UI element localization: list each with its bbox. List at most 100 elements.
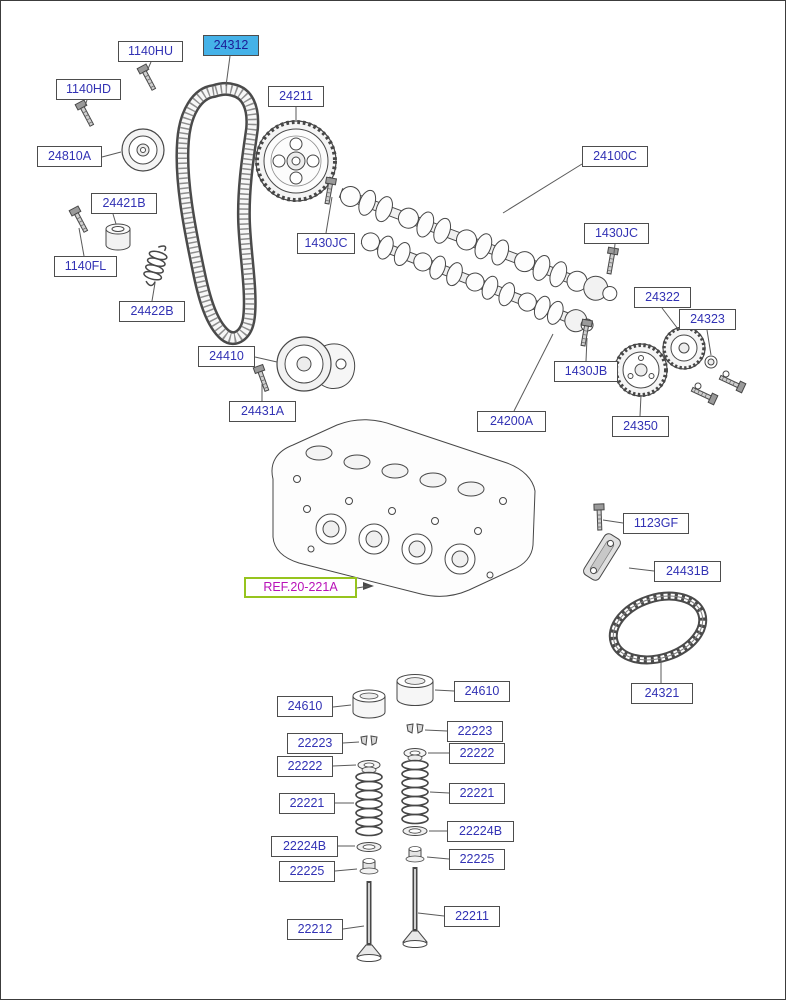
leader-line-1123gf	[602, 519, 624, 524]
idler-pulley	[121, 128, 165, 172]
label-22222-left[interactable]: 22222	[277, 756, 333, 777]
valve-spring-right	[401, 759, 429, 825]
leader-line-24350	[639, 394, 642, 417]
label-24350[interactable]: 24350	[612, 416, 669, 437]
tensioner-roller	[105, 223, 131, 251]
spring-retainer-right	[403, 748, 427, 762]
leader-line-1140hd	[84, 99, 88, 107]
leader-line-24410	[254, 356, 278, 363]
label-24100c[interactable]: 24100C	[582, 146, 648, 167]
intake-valve	[355, 881, 383, 962]
spring-seat-right	[402, 826, 428, 836]
leader-line-24610	[434, 689, 455, 692]
leader-line-1140fl	[78, 227, 85, 257]
valve-spring-left	[355, 771, 383, 837]
valve-lifter-left	[352, 689, 386, 719]
camshaft-sprocket	[255, 120, 337, 202]
leader-line-1430jb	[585, 337, 588, 362]
leader-line-22225	[334, 868, 358, 872]
label-24810a[interactable]: 24810A	[37, 146, 102, 167]
leader-line-24100c	[502, 163, 583, 214]
chain-guide	[583, 533, 621, 581]
leader-line-24422b	[151, 282, 156, 302]
label-24410[interactable]: 24410	[198, 346, 255, 367]
small-washer-1	[694, 382, 702, 390]
leader-line-22223	[342, 741, 360, 744]
spring-retainer-left	[357, 760, 381, 774]
label-22225-left[interactable]: 22225	[279, 861, 335, 882]
label-24610-right[interactable]: 24610	[454, 681, 510, 702]
leader-line-ref.20-221a	[356, 585, 370, 589]
label-1430jc-1[interactable]: 1430JC	[297, 233, 355, 254]
label-24431a[interactable]: 24431A	[229, 401, 296, 422]
label-24421b[interactable]: 24421B	[91, 193, 157, 214]
valve-keepers-right	[406, 723, 424, 734]
label-22224b-right[interactable]: 22224B	[447, 821, 514, 842]
leader-line-24610	[332, 704, 352, 708]
camshaft-intake	[338, 186, 618, 302]
leader-line-24810a	[101, 151, 122, 158]
label-24200a[interactable]: 24200A	[477, 411, 546, 432]
label-22212[interactable]: 22212	[287, 919, 343, 940]
leader-line-22223	[424, 729, 448, 732]
leader-lines	[78, 55, 712, 930]
leader-line-1430jc	[325, 196, 333, 234]
cvvt-sprocket	[614, 343, 668, 397]
label-24312[interactable]: 24312	[203, 35, 259, 56]
label-24422b[interactable]: 24422B	[119, 301, 185, 322]
spring-seat-left	[356, 842, 382, 852]
leader-line-24322	[661, 307, 679, 330]
label-24323[interactable]: 24323	[679, 309, 736, 330]
belt-tensioner	[276, 336, 356, 392]
label-22223-left[interactable]: 22223	[287, 733, 343, 754]
label-24322[interactable]: 24322	[634, 287, 691, 308]
valve-lifter-right	[396, 674, 434, 706]
small-washer-2	[722, 370, 730, 378]
tensioner-spring	[143, 245, 168, 287]
leader-line-1140hu	[146, 61, 152, 72]
bolt-cvvt-2-icon	[717, 372, 747, 394]
bolt-1123gf-icon	[593, 503, 606, 531]
label-1140hu[interactable]: 1140HU	[118, 41, 183, 62]
cylinder-head	[271, 419, 536, 597]
label-1430jc-2[interactable]: 1430JC	[584, 223, 649, 244]
sprocket-washer	[704, 355, 718, 369]
label-22222-right[interactable]: 22222	[449, 743, 505, 764]
leader-line-24323	[706, 329, 712, 356]
label-22221-right[interactable]: 22221	[449, 783, 505, 804]
valve-seal-left	[359, 858, 379, 875]
timing-belt	[175, 81, 260, 346]
leader-line-24421b	[112, 213, 117, 225]
leader-line-22222	[332, 764, 357, 767]
label-1123gf[interactable]: 1123GF	[623, 513, 689, 534]
label-24610-left[interactable]: 24610	[277, 696, 333, 717]
label-22225-right[interactable]: 22225	[449, 849, 505, 870]
valve-keepers-left	[360, 735, 378, 746]
bolt-1140hu-icon	[136, 63, 159, 93]
leader-line-22225	[426, 856, 450, 860]
leader-line-24312	[225, 55, 231, 87]
bolt-1430jc-2-icon	[603, 246, 619, 276]
label-1140fl[interactable]: 1140FL	[54, 256, 117, 277]
valve-seal-right	[405, 846, 425, 863]
label-24431b[interactable]: 24431B	[654, 561, 721, 582]
leader-line-22221	[429, 791, 450, 794]
label-1430jb[interactable]: 1430JB	[554, 361, 618, 382]
label-22223-right[interactable]: 22223	[447, 721, 503, 742]
bolt-cvvt-1-icon	[689, 384, 719, 406]
label-1140hd[interactable]: 1140HD	[56, 79, 121, 100]
leader-line-22212	[342, 925, 365, 930]
label-22211[interactable]: 22211	[444, 906, 500, 927]
label-24211[interactable]: 24211	[268, 86, 324, 107]
label-24321[interactable]: 24321	[631, 683, 693, 704]
label-22221-left[interactable]: 22221	[279, 793, 335, 814]
timing-chain	[608, 591, 708, 665]
label-ref-20-221a[interactable]: REF.20-221A	[244, 577, 357, 598]
leader-line-22211	[417, 912, 445, 917]
leader-line-1430jc	[613, 243, 616, 254]
leader-line-24200a	[513, 333, 554, 412]
label-22224b-left[interactable]: 22224B	[271, 836, 338, 857]
exhaust-sprocket	[662, 326, 706, 370]
